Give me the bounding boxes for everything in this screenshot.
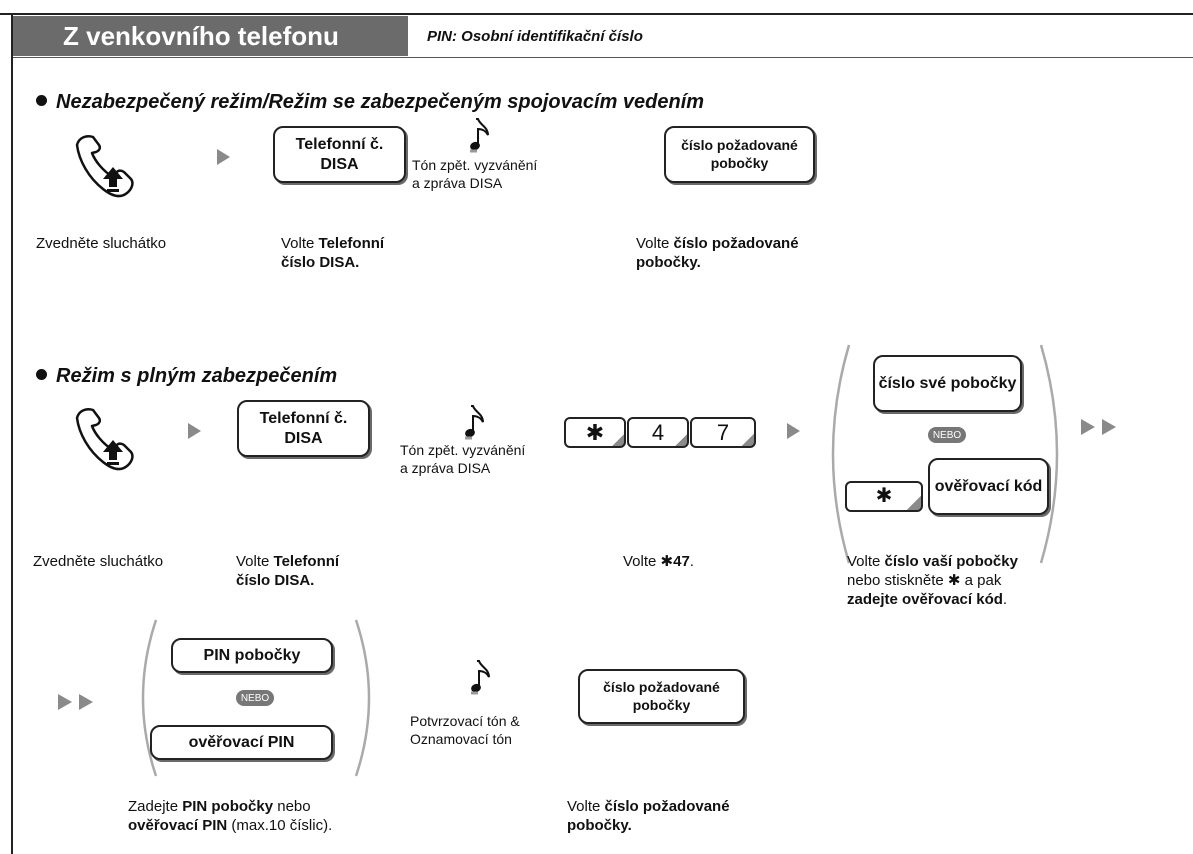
star-icon: ✱: [947, 572, 961, 589]
tone-caption-line2: a zpráva DISA: [400, 460, 491, 476]
target-extension-key: číslo požadované pobočky: [578, 669, 745, 724]
verification-code-key: ověřovací kód: [928, 458, 1049, 515]
caption-text: .: [1002, 591, 1008, 608]
header-divider: [13, 57, 1193, 58]
target-extension-key: číslo požadované pobočky: [664, 126, 815, 183]
caption-dial-extension: Volte číslo požadované pobočky.: [636, 234, 799, 272]
star-key-label: ✱: [585, 419, 605, 445]
section1-title-text: Nezabezpečený režim/Režim se zabezpečený…: [56, 91, 705, 113]
caption-bold: pobočky.: [636, 254, 701, 271]
tone-caption: Tón zpět. vyzvánění a zpráva DISA: [412, 156, 537, 192]
caption-enter-pin: Zadejte PIN pobočky nebo ověřovací PIN (m…: [128, 797, 332, 835]
section2-title: Režim s plným zabezpečením: [36, 365, 337, 388]
digit-7-key: 7: [690, 417, 756, 448]
own-extension-key: číslo své pobočky: [873, 355, 1022, 412]
handset-lift-icon: [73, 404, 163, 474]
caption-bold: číslo požadované: [673, 235, 799, 252]
caption-dial-extension: Volte číslo požadované pobočky.: [567, 797, 730, 835]
caption-text: Volte: [636, 235, 674, 252]
page-title: Z venkovního telefonu: [13, 16, 408, 56]
star-icon: ✱: [660, 553, 674, 570]
caption-bold: číslo DISA.: [281, 254, 360, 271]
caption-bold: číslo DISA.: [236, 572, 315, 589]
section1-title: Nezabezpečený režim/Režim se zabezpečený…: [36, 91, 704, 114]
tone-caption-line1: Tón zpět. vyzvánění: [412, 157, 538, 173]
caption-bold: Telefonní: [318, 235, 385, 252]
disa-number-key: Telefonní č. DISA: [273, 126, 406, 183]
handset-lift-icon: [73, 131, 163, 201]
digit-4-key-label: 4: [651, 419, 665, 445]
tone-caption-line1: Potvrzovací tón &: [410, 713, 520, 729]
caption-text: Volte: [847, 553, 885, 570]
tone-caption: Tón zpět. vyzvánění a zpráva DISA: [400, 441, 525, 477]
tone-caption: Potvrzovací tón & Oznamovací tón: [410, 712, 520, 748]
caption-bold: pobočky.: [567, 817, 632, 834]
caption-bold: zadejte ověřovací kód: [847, 591, 1003, 608]
page-title-text: Z venkovního telefonu: [63, 20, 339, 51]
disa-number-key: Telefonní č. DISA: [237, 400, 370, 457]
section2-title-text: Režim s plným zabezpečením: [56, 365, 338, 387]
caption-text: Zadejte: [128, 798, 183, 815]
star-key: ✱: [564, 417, 626, 448]
frame-left-line: [11, 13, 13, 854]
caption-text: nebo: [273, 798, 311, 815]
disa-number-key-label: Telefonní č. DISA: [259, 409, 348, 447]
right-paren-bracket: [352, 618, 384, 778]
digit-4-key: 4: [627, 417, 689, 448]
extension-pin-key: PIN pobočky: [171, 638, 333, 673]
left-paren-bracket: [128, 618, 160, 778]
caption-own-extension: Volte číslo vaší pobočky nebo stiskněte ✱…: [847, 552, 1018, 609]
verification-pin-key-label: ověřovací PIN: [188, 733, 295, 751]
next-step-arrow-icon: [787, 423, 800, 439]
continue-double-arrow-icon: [1081, 418, 1123, 436]
disa-number-key-label: Telefonní č. DISA: [295, 135, 384, 173]
caption-lift-handset: Zvedněte sluchátko: [36, 235, 167, 252]
or-badge: NEBO: [236, 690, 274, 706]
musical-note-icon: [469, 659, 493, 697]
tone-caption-line2: a zpráva DISA: [412, 175, 503, 191]
pin-note: PIN: Osobní identifikační číslo: [427, 28, 643, 45]
left-paren-bracket: [815, 343, 855, 565]
extension-pin-key-label: PIN pobočky: [203, 646, 301, 664]
frame-top-line: [0, 13, 1193, 15]
target-extension-key-label: číslo požadované pobočky: [603, 679, 720, 713]
verification-code-key-label: ověřovací kód: [934, 477, 1043, 495]
caption-dial-star-47: Volte ✱47.: [623, 552, 694, 571]
caption-bold: ověřovací PIN: [128, 817, 228, 834]
next-step-arrow-icon: [188, 423, 201, 439]
bullet-icon: [36, 95, 47, 107]
caption-text: Volte: [567, 798, 605, 815]
caption-dial-disa: Volte Telefonní číslo DISA.: [236, 552, 339, 590]
caption-text: .: [689, 553, 694, 570]
caption-bold: 47: [673, 553, 690, 570]
target-extension-key-label: číslo požadované pobočky: [681, 137, 798, 171]
star-key-label: ✱: [875, 485, 893, 507]
caption-dial-disa: Volte Telefonní číslo DISA.: [281, 234, 384, 272]
caption-text: Volte: [281, 235, 319, 252]
caption-text: a pak: [960, 572, 1002, 589]
caption-text: (max.10 číslic).: [227, 817, 333, 834]
bullet-icon: [36, 369, 47, 381]
continue-double-arrow-icon: [58, 693, 100, 711]
caption-text: Volte: [236, 553, 274, 570]
star-key: ✱: [845, 481, 923, 512]
verification-pin-key: ověřovací PIN: [150, 725, 333, 760]
right-paren-bracket: [1035, 343, 1075, 565]
musical-note-icon: [468, 117, 492, 155]
caption-text: Volte: [623, 553, 661, 570]
caption-bold: číslo vaší pobočky: [884, 553, 1018, 570]
caption-bold: Telefonní: [273, 553, 340, 570]
caption-lift-handset: Zvedněte sluchátko: [33, 553, 164, 570]
caption-bold: PIN pobočky: [182, 798, 274, 815]
tone-caption-line2: Oznamovací tón: [410, 731, 512, 747]
caption-text: nebo stiskněte: [847, 572, 948, 589]
next-step-arrow-icon: [217, 149, 230, 165]
own-extension-key-label: číslo své pobočky: [878, 374, 1017, 392]
musical-note-icon: [463, 404, 487, 442]
caption-bold: číslo požadované: [604, 798, 730, 815]
tone-caption-line1: Tón zpět. vyzvánění: [400, 442, 526, 458]
or-badge: NEBO: [928, 427, 966, 443]
digit-7-key-label: 7: [716, 419, 730, 445]
